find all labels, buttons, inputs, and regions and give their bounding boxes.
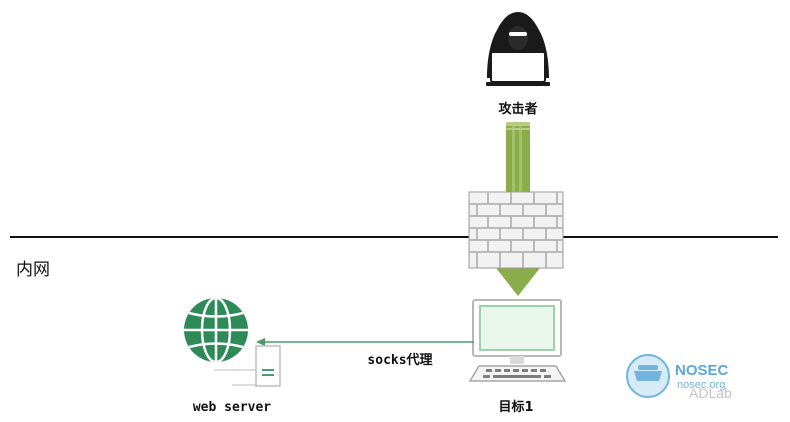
watermark-logo bbox=[626, 354, 670, 398]
attacker-icon bbox=[486, 12, 550, 86]
attacker-label: 攻击者 bbox=[498, 101, 537, 117]
firewall-icon bbox=[468, 191, 564, 269]
target-label: 目标1 bbox=[498, 399, 533, 415]
watermark-domain: nosec.org bbox=[677, 379, 725, 391]
intranet-label: 内网 bbox=[16, 260, 50, 280]
watermark-brand: NOSEC bbox=[675, 362, 729, 379]
target-computer-icon bbox=[468, 299, 567, 382]
web-server-label: web server bbox=[193, 400, 271, 415]
globe-icon bbox=[184, 296, 248, 364]
server-icon bbox=[214, 345, 281, 387]
proxy-arrowhead bbox=[256, 338, 265, 346]
proxy-label: socks代理 bbox=[367, 352, 432, 368]
watermark-lab: ADLab bbox=[689, 385, 732, 401]
